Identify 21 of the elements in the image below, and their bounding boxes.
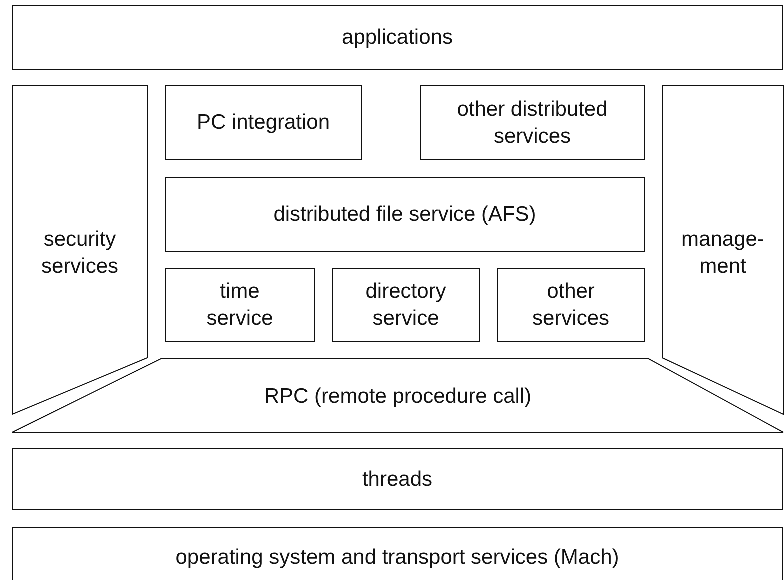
node-label: operating system and transport services (Mach) (176, 544, 620, 570)
layer-box (12, 448, 783, 510)
node-label: other distributed services (456, 96, 609, 150)
node-label: other services (531, 279, 611, 332)
service-box (165, 268, 315, 342)
service-box (165, 177, 645, 252)
node-label: threads (362, 466, 433, 492)
node-label: RPC (remote procedure call) (264, 384, 532, 410)
node-label: manage- ment (680, 227, 766, 280)
layer-box (12, 527, 783, 580)
layer-box (12, 5, 783, 70)
node-label: distributed file service (AFS) (274, 202, 536, 228)
node-label: time service (206, 279, 274, 332)
node-label: security services (40, 227, 120, 280)
node-label: applications (342, 25, 453, 51)
node-label: directory service (364, 279, 448, 332)
service-box (497, 268, 645, 342)
service-box (332, 268, 480, 342)
node-label: PC integration (196, 110, 330, 136)
service-box (165, 85, 362, 160)
service-box (420, 85, 645, 160)
